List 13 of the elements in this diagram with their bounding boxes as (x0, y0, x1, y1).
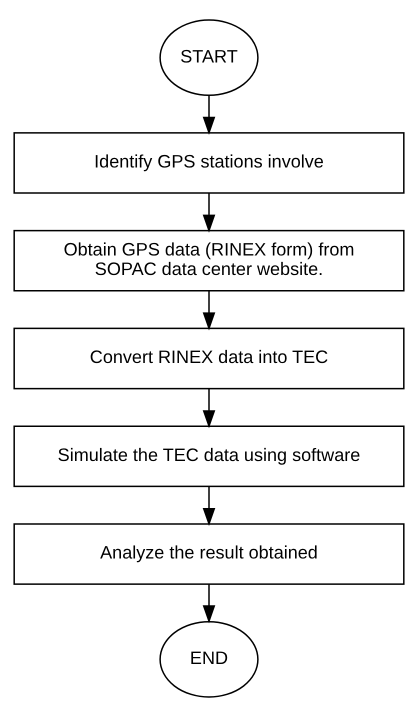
node-box: Convert RINEX data into TEC (13, 328, 405, 390)
arrow (202, 193, 216, 233)
node-box: Analyze the result obtained (13, 523, 405, 585)
arrow (202, 486, 216, 526)
node-box: Obtain GPS data (RINEX form) from SOPAC data center website. (13, 230, 405, 292)
arrow (202, 96, 216, 135)
arrow (202, 291, 216, 330)
node-box: Simulate the TEC data using software (13, 425, 405, 488)
node-ellipse: END (159, 621, 259, 698)
arrow (202, 584, 216, 624)
node-box: Identify GPS stations involve (13, 132, 405, 194)
node-ellipse: START (159, 19, 259, 96)
arrow (202, 388, 216, 428)
